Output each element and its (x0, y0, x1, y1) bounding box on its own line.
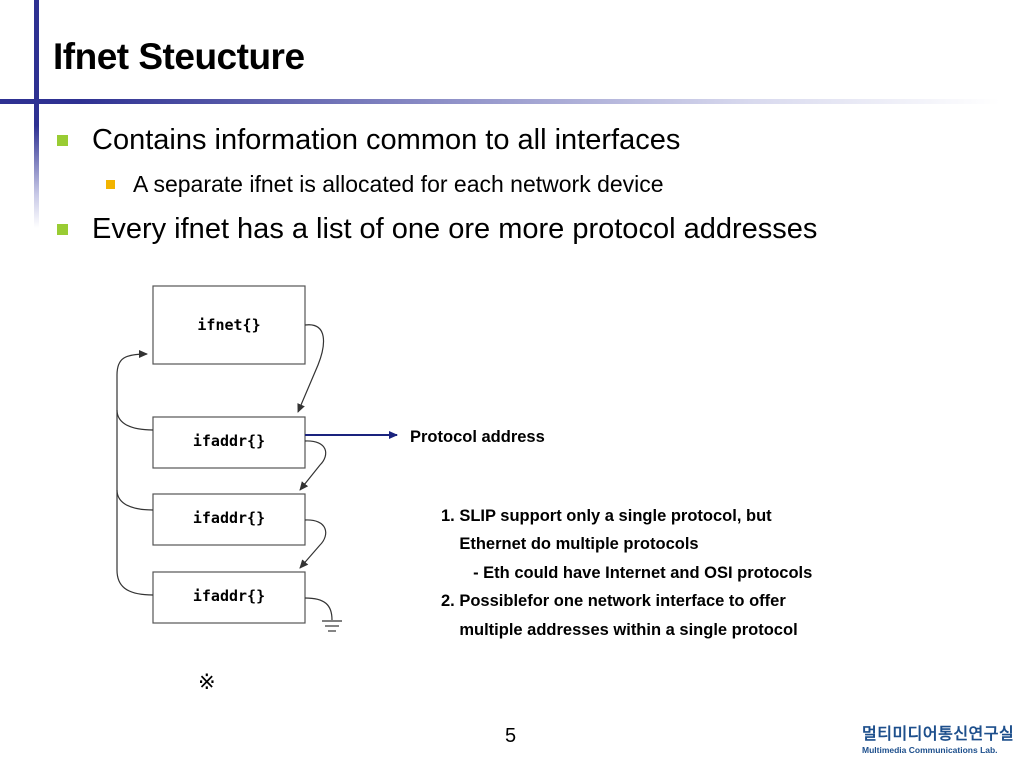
reference-mark: ※ (198, 670, 216, 694)
chain-arrow (299, 440, 327, 491)
bullet-item: Contains information common to all inter… (57, 124, 680, 157)
null-pointer-line (304, 597, 333, 621)
ifaddr-label: ifaddr{} (193, 587, 265, 605)
ifnet-box (152, 285, 306, 365)
chain-arrow (297, 324, 325, 413)
lab-logo-korean: 멀티미디어통신연구실 (862, 724, 1015, 743)
ifnet-label: ifnet{} (197, 316, 260, 334)
title-accent-horizontal-bar (0, 99, 1000, 104)
square-bullet-icon (106, 180, 115, 189)
square-bullet-icon (57, 135, 68, 146)
bullet-text: Every ifnet has a list of one ore more p… (92, 213, 818, 245)
title-accent-vertical-bar (34, 0, 39, 228)
page-number: 5 (505, 725, 517, 747)
bullet-item: Every ifnet has a list of one ore more p… (57, 213, 817, 246)
ifaddr-label: ifaddr{} (193, 509, 265, 527)
ifaddr-label: ifaddr{} (193, 432, 265, 450)
sub-bullet-item: A separate ifnet is allocated for each n… (106, 171, 664, 198)
slide-title: Ifnet Steucture (53, 36, 305, 77)
lab-logo-english: Multimedia Communications Lab. (862, 745, 998, 755)
note-line: Ethernet do multiple protocols (441, 535, 699, 553)
back-pointer-line (116, 409, 154, 431)
protocol-address-label: Protocol address (410, 428, 545, 446)
ifaddr-box (152, 493, 306, 546)
square-bullet-icon (57, 224, 68, 235)
note-line: 1. SLIP support only a single protocol, … (441, 507, 772, 525)
ifaddr-box (152, 571, 306, 624)
bullet-text: Contains information common to all inter… (92, 124, 681, 156)
note-line: 2. Possiblefor one network interface to … (441, 592, 786, 610)
note-line: multiple addresses within a single proto… (441, 621, 798, 639)
sub-bullet-text: A separate ifnet is allocated for each n… (133, 171, 664, 197)
back-pointer-line (116, 489, 154, 511)
note-line: - Eth could have Internet and OSI protoc… (441, 564, 813, 582)
chain-arrow (299, 519, 327, 569)
back-pointer-arrow (116, 350, 154, 596)
ifaddr-box (152, 416, 306, 469)
lab-logo: 멀티미디어통신연구실 Multimedia Communications Lab… (862, 720, 1014, 755)
